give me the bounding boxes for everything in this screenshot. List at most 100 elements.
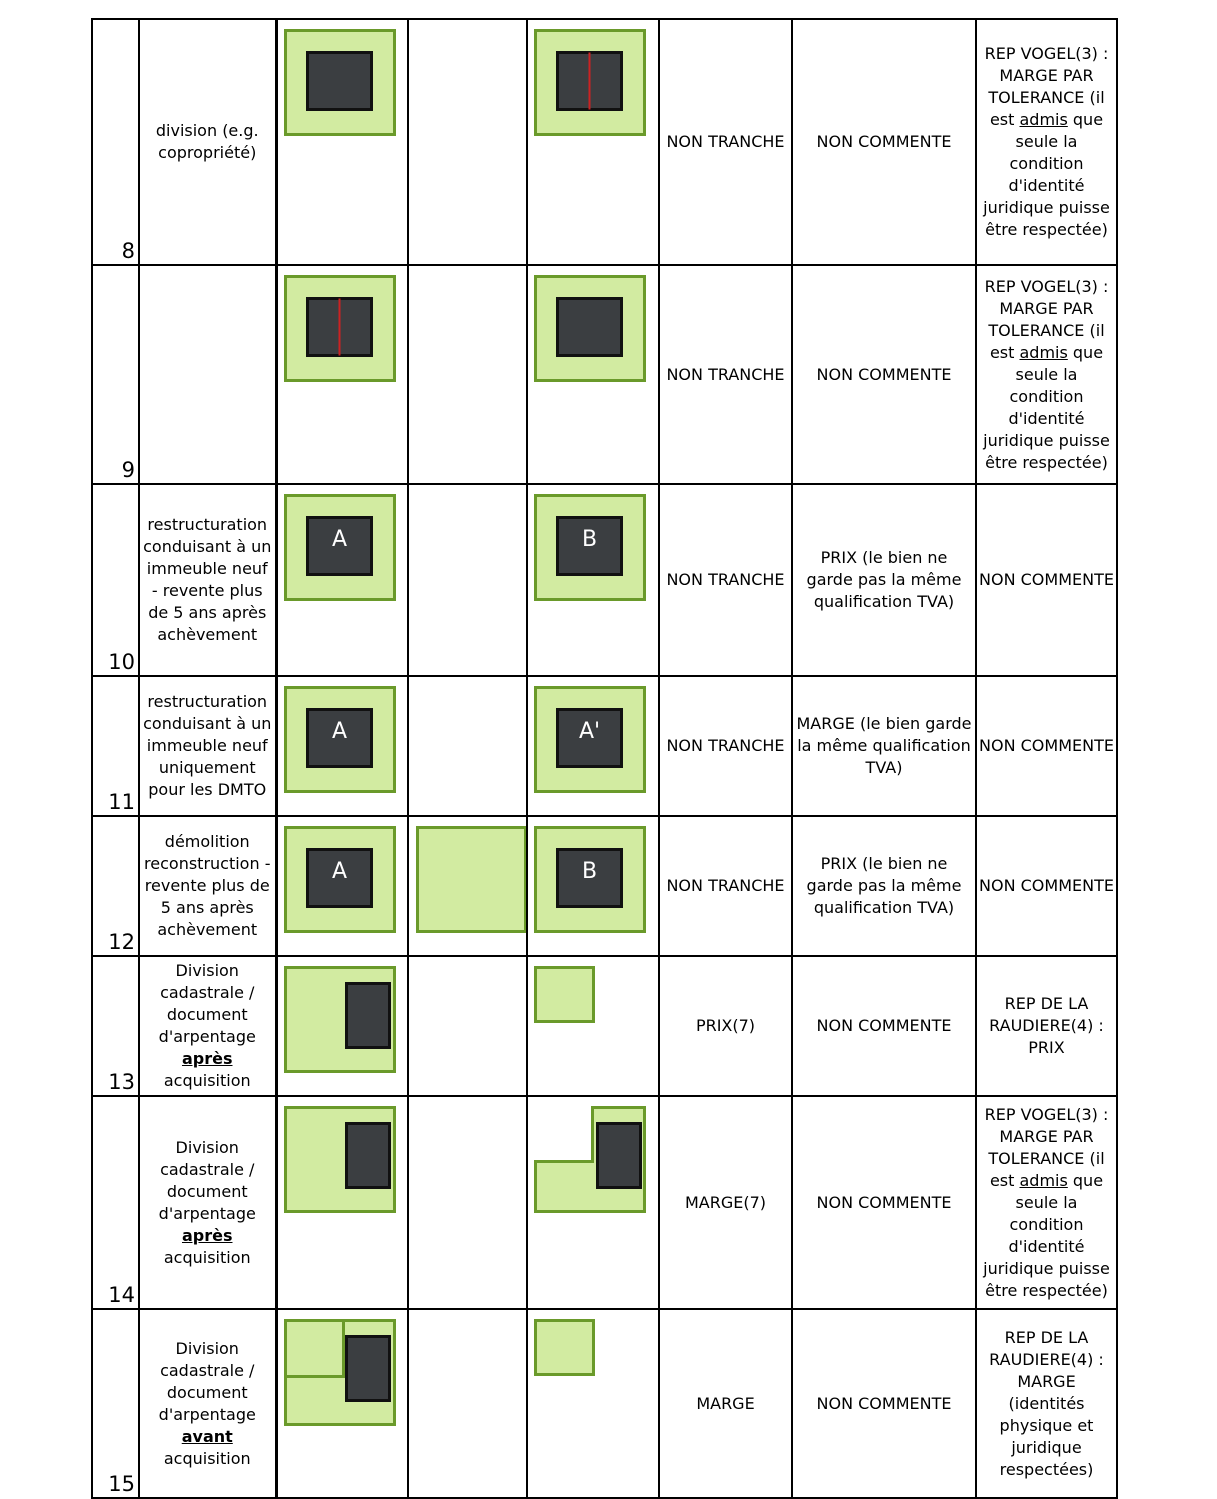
row-number: 14 [108,1283,135,1307]
description-cell: Division cadastrale / document d'arpenta… [138,1308,277,1499]
text-fragment: acquisition [163,1247,251,1267]
parcel-drawing: A [283,494,396,601]
building-shape [305,848,373,908]
parcel-drawing: A [283,826,396,933]
col5-cell-text: NON TRANCHE [666,132,785,151]
col5-cell: NON TRANCHE [658,483,793,677]
intermediate-figure-cell [407,1095,528,1310]
row-number-cell: 10 [91,483,140,677]
after-figure-cell [526,955,660,1097]
intermediate-figure-cell [407,955,528,1097]
col5-cell: MARGE [658,1308,793,1499]
description-cell-text: démolition reconstruction - revente plus… [141,831,274,941]
parcel-drawing [416,826,525,933]
text-fragment: REP DE LA RAUDIERE(4) : PRIX [989,994,1104,1057]
col6-cell: PRIX (le bien ne garde pas la même quali… [791,483,977,677]
intermediate-figure-cell [407,483,528,677]
col6-cell: MARGE (le bien garde la même qualificati… [791,675,977,817]
text-fragment: acquisition [163,1448,251,1468]
before-figure-cell: A [274,483,409,677]
text-fragment: Division cadastrale / document d'arpenta… [158,1338,256,1424]
description-cell-text: restructuration conduisant à un immeuble… [141,691,274,801]
description-cell-text: restructuration conduisant à un immeuble… [141,514,274,646]
parcel-drawing: A [283,686,396,793]
col7-cell-text: REP VOGEL(3) : MARGE PAR TOLERANCE (il e… [978,276,1115,474]
col7-cell-text: REP DE LA RAUDIERE(4) : MARGE (identités… [978,1327,1115,1481]
building-label: B [582,859,597,884]
col7-cell-text: NON COMMENTE [978,735,1115,757]
after-figure-cell [526,264,660,485]
text-fragment: que seule la condition d'identité juridi… [983,342,1110,472]
before-figure-cell [274,955,409,1097]
description-cell: Division cadastrale / document d'arpenta… [138,1095,277,1310]
text-fragment: REP VOGEL(3) : MARGE PAR TOLERANCE (il e… [984,44,1109,129]
emphasis-text: après [181,1049,233,1068]
parcel-drawing: B [534,826,646,933]
col6-cell: NON COMMENTE [791,1095,977,1310]
building-shape [556,708,623,768]
row-number: 13 [108,1070,135,1094]
underlined-text: admis [1019,342,1068,362]
after-figure-cell: B [526,815,660,957]
building-shape [305,516,373,576]
building-shape [305,51,373,111]
row-number-cell: 8 [91,18,140,266]
description-cell-text: Division cadastrale / document d'arpenta… [141,1338,274,1470]
row-number: 10 [108,650,135,674]
text-fragment: que seule la condition d'identité juridi… [983,110,1110,239]
row-number: 15 [108,1472,135,1496]
col6-cell-text: NON COMMENTE [816,1393,952,1413]
col7-cell: NON COMMENTE [975,815,1118,957]
text-fragment: NON COMMENTE [979,570,1114,589]
before-figure-cell [274,1095,409,1310]
parcel-figure: A [283,686,397,796]
text-fragment: division (e.g. copropriété) [155,121,259,162]
after-figure-cell [526,1095,660,1310]
row-number-cell: 14 [91,1095,140,1310]
parcel-figure [534,1319,597,1379]
col5-cell-text: NON TRANCHE [666,876,785,895]
building-shape [556,848,623,908]
text-fragment: démolition reconstruction - revente plus… [144,832,271,939]
col7-cell-text: NON COMMENTE [978,875,1115,897]
text-fragment: que seule la condition d'identité juridi… [983,1170,1110,1300]
col7-cell: NON COMMENTE [975,483,1118,677]
col5-cell-text: MARGE [696,1393,755,1413]
text-fragment: REP DE LA RAUDIERE(4) : MARGE (identités… [989,1327,1104,1479]
parcel-drawing: B [534,494,646,601]
before-figure-cell: A [274,815,409,957]
row-number-cell: 15 [91,1308,140,1499]
parcel-figure: A [283,494,397,604]
col6-cell-text: MARGE (le bien garde la même qualificati… [796,714,972,777]
row-number-cell: 13 [91,955,140,1097]
parcel-drawing [534,1106,646,1213]
parcel-shape [534,966,595,1023]
parcel-shape [534,1319,595,1376]
col5-cell: NON TRANCHE [658,264,793,485]
parcel-drawing [283,275,396,382]
col6-cell-text: PRIX (le bien ne garde pas la même quali… [806,854,962,917]
building-shape [344,1122,391,1189]
text-fragment: REP VOGEL(3) : MARGE PAR TOLERANCE (il e… [984,1104,1109,1190]
parcel-figure [283,966,397,1076]
col5-cell: NON TRANCHE [658,18,793,266]
parcel-drawing: A' [534,686,646,793]
intermediate-figure-cell [407,18,528,266]
col6-cell: NON COMMENTE [791,18,977,266]
building-shape [344,982,391,1049]
parcel-figure [416,826,525,936]
intermediate-figure-cell [407,815,528,957]
text-fragment: NON COMMENTE [979,876,1114,895]
building-shape [344,1335,391,1402]
description-cell: démolition reconstruction - revente plus… [138,815,277,957]
parcel-figure [283,275,397,385]
parcel-figure: A' [534,686,647,796]
col6-cell: PRIX (le bien ne garde pas la même quali… [791,815,977,957]
emphasis-text: après [181,1225,233,1245]
building-shape [556,516,623,576]
parcel-figure [534,1106,647,1216]
